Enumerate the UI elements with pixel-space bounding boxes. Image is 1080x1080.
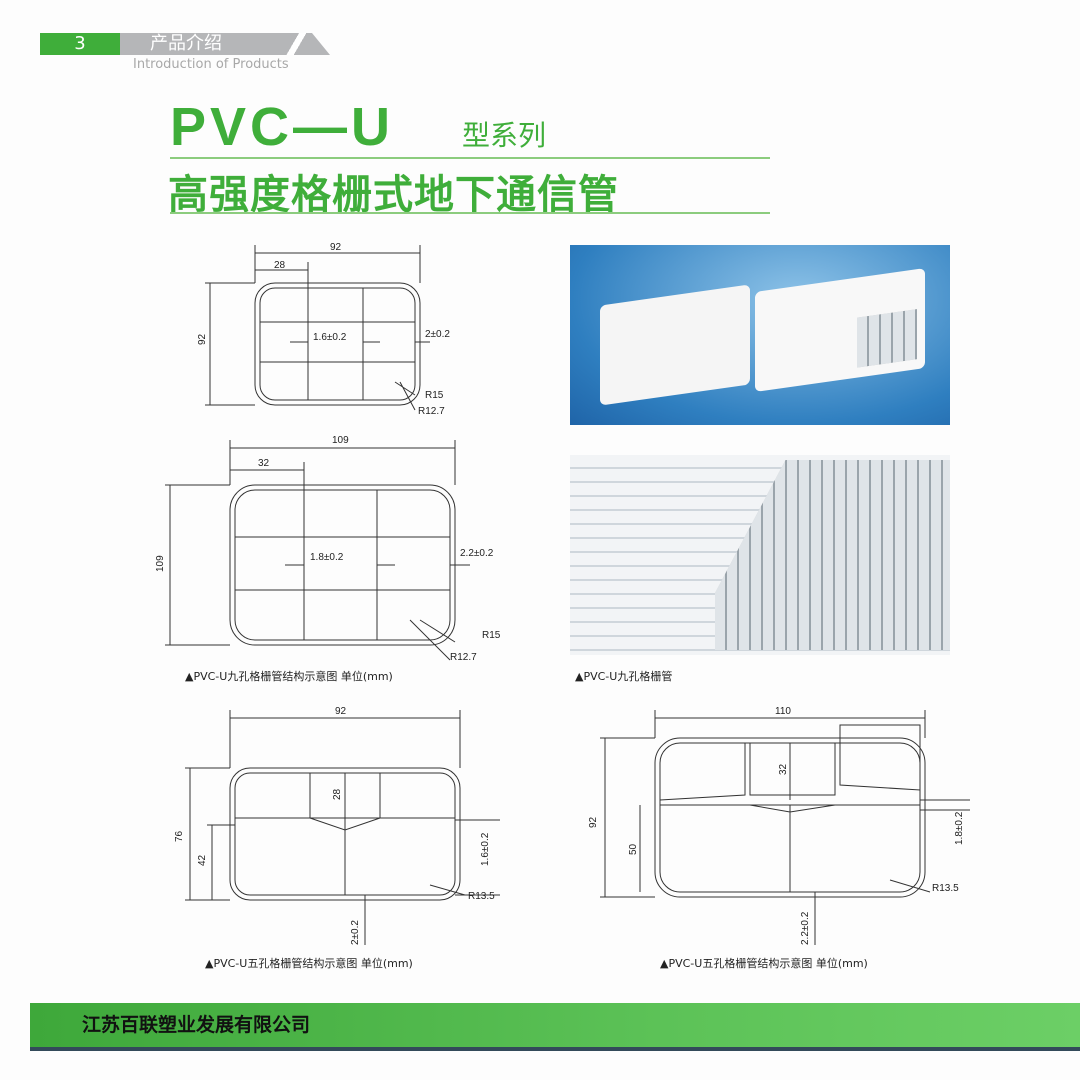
product-subtitle: 高强度格栅式地下通信管 <box>168 172 619 218</box>
dim-outer-wall: 2±0.2 <box>425 329 450 340</box>
dim-width: 110 <box>775 706 791 717</box>
caption-nine-hole-diagram: ▲PVC-U九孔格栅管结构示意图 单位(mm) <box>185 670 393 683</box>
nine-hole-large-diagram <box>165 440 470 661</box>
page-number: 3 <box>40 33 120 55</box>
product-title: PVC—U <box>170 97 395 157</box>
dim-inner-wall: 1.8±0.2 <box>310 552 344 563</box>
footer-band <box>30 1003 1080 1047</box>
product-series: 型系列 <box>462 119 547 152</box>
dim-bottom-cell: 50 <box>628 843 639 855</box>
divider <box>170 212 770 214</box>
dim-radius-outer: R15 <box>482 630 501 641</box>
dim-radius-inner: R12.7 <box>450 652 477 663</box>
dim-height: 76 <box>174 830 185 842</box>
dim-outer-wall: 2.2±0.2 <box>460 548 494 559</box>
nine-hole-small-diagram <box>205 245 430 411</box>
dim-top-cell: 28 <box>332 788 343 800</box>
header-stripe <box>270 33 330 55</box>
dim-inner-wall: 1.6±0.2 <box>313 332 347 343</box>
dim-height: 92 <box>197 333 208 345</box>
dim-radius: R13.5 <box>468 891 495 902</box>
dim-bottom-wall: 2.2±0.2 <box>800 911 811 945</box>
divider <box>170 157 770 159</box>
dim-cell: 32 <box>258 458 270 469</box>
product-photo-stack <box>570 455 950 655</box>
footer-rule <box>30 1047 1080 1051</box>
dim-height: 109 <box>155 555 166 572</box>
dim-bottom-cell: 42 <box>197 854 208 866</box>
five-hole-right-diagram <box>600 710 970 945</box>
company-name: 江苏百联塑业发展有限公司 <box>82 1014 311 1036</box>
dim-side-wall: 1.8±0.2 <box>954 811 965 845</box>
dim-bottom-wall: 2±0.2 <box>350 920 361 945</box>
dim-top-cell: 32 <box>778 763 789 775</box>
caption-five-hole-left: ▲PVC-U五孔格栅管结构示意图 单位(mm) <box>205 957 413 970</box>
five-hole-left-diagram <box>185 710 500 945</box>
dim-radius-outer: R15 <box>425 390 444 401</box>
caption-nine-hole-photo: ▲PVC-U九孔格栅管 <box>575 670 673 683</box>
dim-radius: R13.5 <box>932 883 959 894</box>
dim-width: 92 <box>335 706 347 717</box>
dim-height: 92 <box>588 816 599 828</box>
dim-width: 92 <box>330 242 342 253</box>
dim-width: 109 <box>332 435 349 446</box>
section-subtitle: Introduction of Products <box>133 57 289 72</box>
dim-cell: 28 <box>274 260 286 271</box>
dim-side-wall: 1.6±0.2 <box>480 832 491 866</box>
dim-radius-inner: R12.7 <box>418 406 445 417</box>
section-title: 产品介绍 <box>120 33 270 55</box>
product-photo-pipes <box>570 245 950 425</box>
caption-five-hole-right: ▲PVC-U五孔格栅管结构示意图 单位(mm) <box>660 957 868 970</box>
